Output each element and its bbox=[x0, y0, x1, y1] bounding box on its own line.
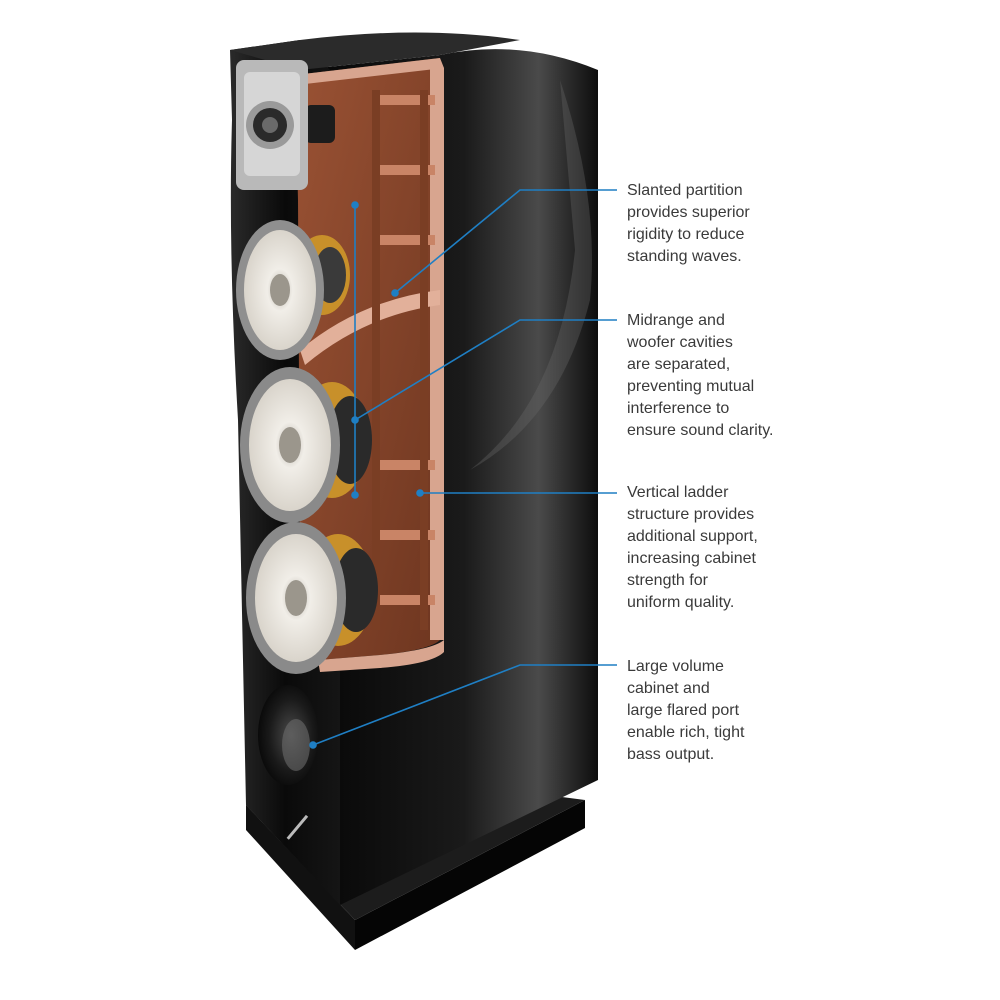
callout-separated-cavities: Midrange and woofer cavities are separat… bbox=[627, 310, 987, 442]
callout-line: provides superior bbox=[627, 204, 750, 221]
vertical-ladder-structure bbox=[372, 90, 435, 630]
callout-line: uniform quality. bbox=[627, 594, 735, 611]
callout-line: increasing cabinet bbox=[627, 550, 756, 567]
callout-line: strength for bbox=[627, 572, 708, 589]
cabinet-interior-cutaway bbox=[295, 58, 444, 672]
woofer-driver-icon bbox=[240, 367, 372, 523]
callout-line: enable rich, tight bbox=[627, 724, 745, 741]
callout-line: cabinet and bbox=[627, 680, 710, 697]
callout-line: Slanted partition bbox=[627, 182, 743, 199]
callout-line: Midrange and bbox=[627, 312, 725, 329]
woofer-driver-icon bbox=[246, 522, 378, 674]
callout-bass-port: Large volume cabinet and large flared po… bbox=[627, 656, 987, 766]
leader-line-partition bbox=[394, 189, 617, 294]
callout-line: large flared port bbox=[627, 702, 740, 719]
callout-ladder-structure: Vertical ladder structure provides addit… bbox=[627, 482, 987, 614]
midrange-driver-icon bbox=[236, 220, 350, 360]
callout-line: Large volume bbox=[627, 658, 724, 675]
tweeter-icon bbox=[236, 60, 308, 190]
callout-line: Vertical ladder bbox=[627, 484, 729, 501]
brand-logo bbox=[286, 814, 309, 840]
callout-line: structure provides bbox=[627, 506, 755, 523]
callout-line: additional support, bbox=[627, 528, 758, 545]
slanted-partition bbox=[300, 290, 440, 365]
callout-line: standing waves. bbox=[627, 248, 742, 265]
callout-line: bass output. bbox=[627, 746, 715, 763]
callout-line: interference to bbox=[627, 400, 730, 417]
callout-line: are separated, bbox=[627, 356, 731, 373]
callout-slanted-partition: Slanted partition provides superior rigi… bbox=[627, 180, 987, 268]
callout-line: preventing mutual bbox=[627, 378, 755, 395]
bass-port-icon bbox=[258, 685, 318, 785]
leader-line-cavities bbox=[354, 319, 617, 421]
leader-lines bbox=[309, 189, 617, 749]
callout-line: ensure sound clarity. bbox=[627, 422, 774, 439]
leader-line-port bbox=[312, 664, 617, 746]
callout-line: rigidity to reduce bbox=[627, 226, 745, 243]
callout-line: woofer cavities bbox=[627, 334, 733, 351]
